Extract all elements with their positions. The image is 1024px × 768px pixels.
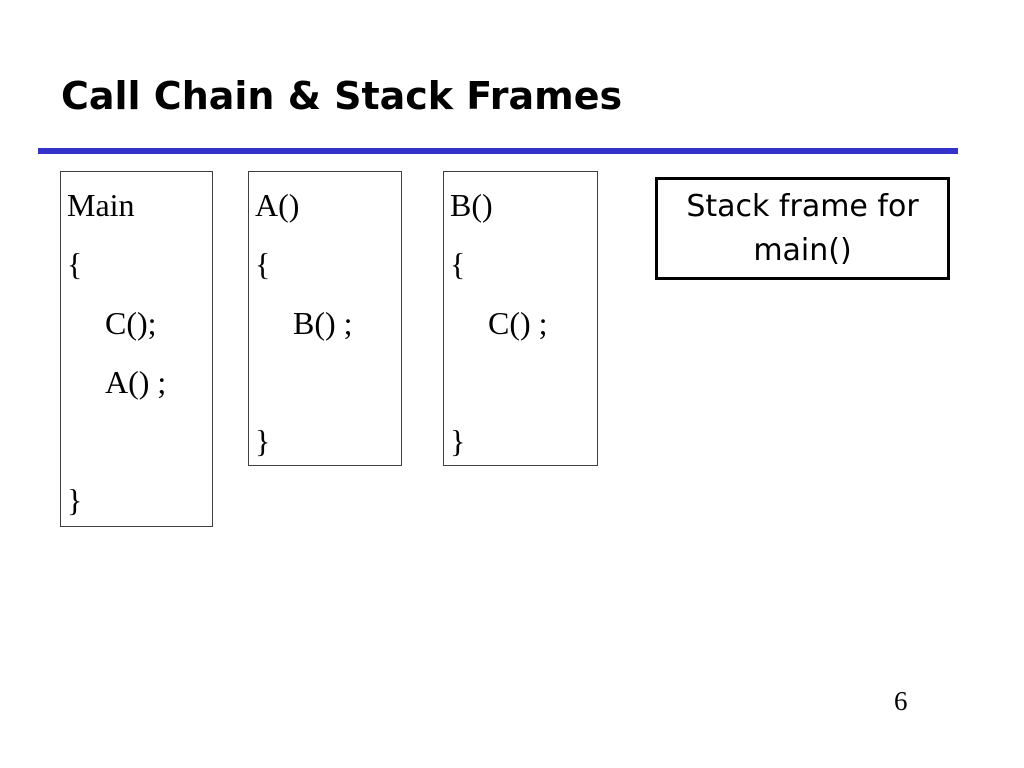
- code-line: {: [67, 246, 83, 282]
- code-line: }: [255, 423, 271, 459]
- code-box-b: B() { C() ; }: [443, 171, 598, 466]
- code-line: }: [67, 482, 83, 518]
- code-line: {: [255, 246, 271, 282]
- code-line: [67, 413, 212, 472]
- code-line: B() ;: [293, 305, 353, 341]
- code-line: [255, 354, 401, 413]
- code-line: Main: [67, 187, 135, 223]
- code-box-a: A() { B() ; }: [248, 171, 402, 466]
- code-line: C();: [105, 305, 157, 341]
- code-line: }: [450, 423, 466, 459]
- slide-title: Call Chain & Stack Frames: [61, 74, 623, 118]
- code-line: [450, 354, 597, 413]
- title-divider-rule: [38, 148, 958, 154]
- code-line: A() ;: [105, 364, 167, 400]
- stack-frame-callout: Stack frame for main(): [655, 177, 950, 280]
- code-line: C() ;: [488, 305, 548, 341]
- callout-text-line: Stack frame for: [686, 189, 919, 224]
- callout-text-line: main(): [753, 233, 852, 268]
- page-number: 6: [894, 686, 908, 716]
- code-line: {: [450, 246, 466, 282]
- code-line: B(): [450, 187, 493, 223]
- code-box-main: Main { C(); A() ; }: [60, 171, 213, 527]
- code-line: A(): [255, 187, 300, 223]
